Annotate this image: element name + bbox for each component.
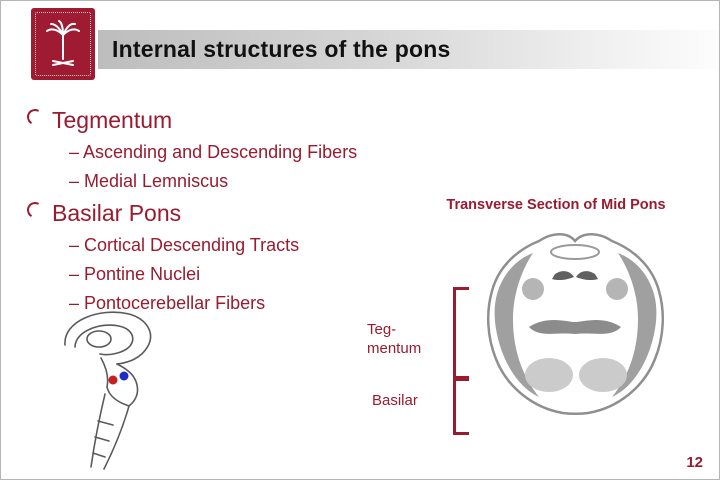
pons-cross-section-figure [486, 233, 665, 415]
list-item: Basilar Pons [25, 199, 437, 227]
list-item: – Ascending and Descending Fibers [69, 142, 358, 162]
pons-marker-red-dot [108, 375, 118, 385]
tegmentum-bracket [453, 287, 469, 379]
list-item: – Medial Lemniscus [69, 171, 229, 191]
bullet-text: Tegmentum [52, 107, 173, 133]
hook-bullet-icon [25, 199, 45, 220]
university-logo [31, 8, 95, 80]
basilar-bracket [453, 378, 469, 435]
list-item: – Pontine Nuclei [69, 264, 201, 284]
page-number: 12 [686, 454, 703, 471]
list-item: – Cortical Descending Tracts [69, 235, 300, 255]
sagittal-brain-figure [64, 311, 152, 470]
palmetto-tree-icon [46, 20, 80, 66]
title-band: Internal structures of the pons [98, 30, 719, 69]
tegmentum-label: Teg- mentum [367, 321, 421, 359]
hook-bullet-icon [25, 106, 45, 127]
diagram-heading: Transverse Section of Mid Pons [446, 197, 666, 213]
pons-marker-blue-dot [119, 371, 129, 381]
list-item: – Pontocerebellar Fibers [69, 293, 266, 313]
bullet-text: Basilar Pons [52, 200, 182, 226]
outline-list: Tegmentum – Ascending and Descending Fib… [25, 101, 437, 322]
list-item: Tegmentum [25, 106, 437, 134]
tegmentum-label-line1: Teg- [367, 321, 397, 338]
tegmentum-label-line2: mentum [367, 339, 422, 357]
slide-title: Internal structures of the pons [112, 36, 451, 62]
basilar-label: Basilar [372, 392, 418, 409]
